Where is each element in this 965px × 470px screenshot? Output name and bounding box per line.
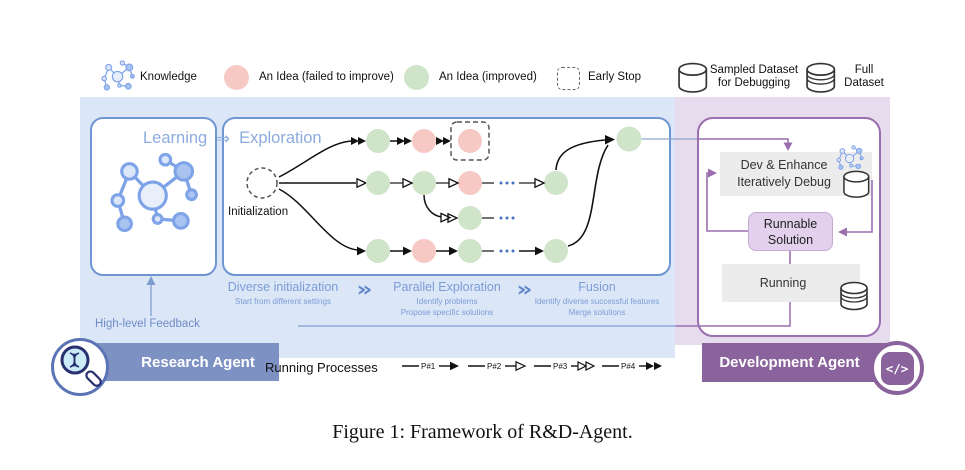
legend-knowledge-label: Knowledge — [140, 71, 197, 83]
idea-improved-dot — [404, 65, 429, 90]
implies-arrow-icon: ⇒ — [216, 129, 231, 148]
stage-parallel-exploration: Parallel Exploration Identify problems P… — [393, 280, 501, 317]
title-learning: Learning — [143, 129, 208, 147]
stage-chevron-icon: » — [356, 277, 373, 301]
process-p1: P#1 — [402, 361, 459, 371]
legend-early-stop-label: Early Stop — [588, 71, 642, 83]
stage-diverse-initialization: Diverse initialization Start from differ… — [227, 280, 339, 306]
svg-text:P#2: P#2 — [487, 362, 502, 371]
legend-idea-failed-label: An Idea (failed to improve) — [259, 71, 394, 83]
figure-caption: Figure 1: Framework of R&D-Agent. — [332, 421, 633, 443]
code-icon: </> — [870, 341, 924, 395]
process-arrows: P#1 P#2 P#3 P#4 — [402, 360, 662, 372]
running-processes-label: Running Processes — [265, 360, 378, 375]
knowledge-icon — [101, 60, 135, 91]
svg-text:P#1: P#1 — [421, 362, 436, 371]
high-level-feedback-label: High-level Feedback — [95, 318, 200, 330]
development-agent-badge: Development Agent — [702, 343, 899, 382]
early-stop-icon — [557, 67, 580, 90]
research-agent-badge: Research Agent — [85, 343, 279, 381]
title-exploration: Exploration — [239, 129, 322, 147]
initialization-label: Initialization — [228, 206, 289, 218]
dev-enhance-box: Dev & Enhance Iteratively Debug — [720, 152, 872, 196]
svg-text:P#4: P#4 — [621, 362, 636, 371]
process-p3: P#3 — [534, 361, 596, 371]
running-box: Running — [722, 264, 860, 302]
idea-failed-dot — [224, 65, 249, 90]
legend-sampled-dataset-label: Sampled Dataset for Debugging — [709, 64, 799, 89]
stage-fusion: Fusion Identify diverse successful featu… — [534, 280, 660, 317]
legend-full-dataset-label: Full Dataset — [844, 64, 884, 89]
legend-idea-improved-label: An Idea (improved) — [439, 71, 537, 83]
process-p4: P#4 — [602, 362, 662, 371]
process-p2: P#2 — [468, 360, 527, 372]
dna-glyph — [69, 352, 80, 368]
panel-title: Learning ⇒ Exploration — [143, 129, 322, 148]
runnable-solution-box: Runnable Solution — [748, 212, 833, 251]
svg-text:P#3: P#3 — [553, 362, 568, 371]
stage-chevron-icon: » — [516, 277, 533, 301]
full-dataset-icon — [807, 64, 834, 92]
